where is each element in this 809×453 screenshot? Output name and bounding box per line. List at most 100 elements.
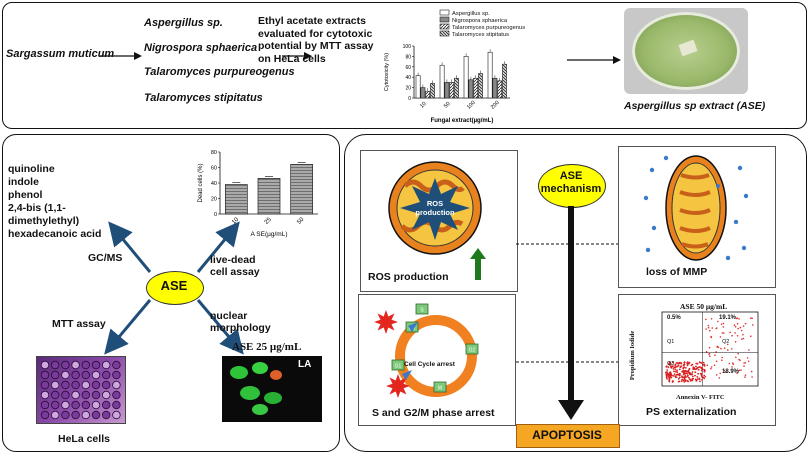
event-q2-43 bbox=[752, 324, 754, 326]
event-q3-104 bbox=[672, 367, 675, 370]
gcms-label: GC/MS bbox=[88, 252, 123, 264]
bar-1-3 bbox=[454, 77, 459, 99]
event-q3-15 bbox=[692, 375, 694, 378]
phase-box-3 bbox=[433, 381, 447, 393]
mechanism-line-1: ASE bbox=[559, 170, 583, 182]
bar-0-3 bbox=[430, 83, 435, 99]
event-q3-94 bbox=[685, 372, 687, 374]
event-q2-31 bbox=[719, 372, 721, 375]
event-q3-42 bbox=[673, 373, 676, 375]
event-q3-207 bbox=[665, 365, 668, 368]
well-5-1 bbox=[51, 410, 60, 420]
event-q2-62 bbox=[735, 356, 737, 359]
bar-2-1 bbox=[468, 79, 474, 99]
well-3-5 bbox=[91, 390, 101, 400]
event-q2-17 bbox=[708, 346, 711, 349]
compound-list: quinoline indole phenol 2,4-bis (1,1- di… bbox=[8, 163, 101, 241]
event-q3-11 bbox=[702, 361, 705, 364]
event-q3-115 bbox=[667, 366, 670, 369]
bar-3-3 bbox=[502, 63, 507, 99]
event-q2-32 bbox=[750, 317, 752, 319]
event-q3-125 bbox=[674, 368, 677, 371]
well-4-6 bbox=[101, 400, 111, 410]
apoptosis-label: APOPTOSIS bbox=[532, 428, 602, 442]
event-q3-178 bbox=[665, 376, 668, 378]
event-q3-210 bbox=[703, 365, 706, 367]
event-q2-33 bbox=[719, 336, 722, 338]
flow-q2-pct: 19.1% bbox=[719, 315, 737, 321]
up-arrow-icon bbox=[470, 248, 486, 280]
fungus-3: Talaromyces purpureogenus bbox=[144, 66, 295, 78]
event-q3-136 bbox=[676, 369, 678, 372]
flow-q2-label: Q2 bbox=[722, 339, 730, 345]
event-q3-134 bbox=[701, 368, 704, 371]
ros-burst-line-1: ROS bbox=[426, 199, 444, 208]
well-1-3 bbox=[71, 370, 80, 380]
well-1-5 bbox=[91, 370, 101, 380]
y-axis-label: Dead cells (%) bbox=[198, 163, 204, 202]
y-tick-label-4: 80 bbox=[405, 54, 411, 60]
plate-caption: Aspergillus sp extract (ASE) bbox=[624, 100, 766, 112]
event-q3-114 bbox=[678, 380, 681, 383]
bar-1-2 bbox=[449, 82, 455, 99]
event-q3-181 bbox=[685, 370, 687, 373]
ros-mitochondrion bbox=[388, 161, 482, 255]
bar-0-0 bbox=[415, 75, 421, 99]
live-dead-line-2: cell assay bbox=[210, 266, 260, 278]
event-q3-61 bbox=[676, 371, 679, 374]
y-tick-label-0: 0 bbox=[214, 212, 217, 218]
well-4-1 bbox=[51, 400, 60, 410]
event-q2-54 bbox=[720, 347, 722, 350]
cycle-center-label: Cell Cycle arrest bbox=[404, 361, 455, 368]
event-q2-40 bbox=[744, 362, 747, 364]
event-q3-169 bbox=[698, 361, 701, 363]
event-q2-13 bbox=[705, 318, 707, 321]
x-axis-label: Fungal extract(µg/mL) bbox=[431, 118, 494, 124]
bar-2-0 bbox=[463, 56, 469, 99]
phase-label-3: M bbox=[438, 386, 442, 392]
y-tick-label-3: 60 bbox=[405, 65, 411, 71]
event-q3-155 bbox=[686, 380, 689, 382]
event-q3-99 bbox=[692, 377, 694, 380]
event-q2-34 bbox=[744, 376, 746, 378]
event-q3-93 bbox=[695, 365, 697, 368]
legend-label-2: Talaromyces purpureogenus bbox=[452, 25, 525, 31]
event-q3-154 bbox=[697, 368, 700, 371]
flow-ylabel: Propidium Iodide bbox=[629, 330, 637, 381]
well-5-5 bbox=[91, 410, 101, 420]
event-q3-77 bbox=[666, 369, 669, 371]
event-q3-146 bbox=[680, 362, 682, 365]
event-q2-45 bbox=[722, 326, 725, 328]
event-q2-1 bbox=[729, 331, 731, 334]
x-tick-label-0: 10 bbox=[231, 216, 240, 225]
event-q3-67 bbox=[681, 378, 683, 381]
well-4-4 bbox=[81, 400, 90, 410]
microscopy-image: LA bbox=[222, 356, 322, 422]
event-q3-124 bbox=[694, 371, 697, 374]
y-tick-label-5: 100 bbox=[403, 44, 412, 50]
event-q3-177 bbox=[692, 367, 695, 369]
well-2-5 bbox=[91, 380, 101, 390]
legend-swatch-0 bbox=[439, 9, 450, 16]
event-q2-56 bbox=[744, 374, 747, 376]
event-q2-81 bbox=[736, 322, 739, 325]
event-q3-211 bbox=[702, 376, 705, 379]
event-q3-133 bbox=[677, 377, 680, 380]
flow-q4-pct: 18.9% bbox=[722, 369, 740, 375]
well-4-3 bbox=[71, 400, 80, 410]
event-q2-48 bbox=[711, 327, 714, 329]
nuclear-label: nuclear morphology bbox=[210, 310, 271, 334]
arrest-blade-0 bbox=[408, 322, 418, 332]
event-q2-0 bbox=[722, 322, 725, 325]
well-0-4 bbox=[81, 360, 90, 370]
event-q3-176 bbox=[688, 378, 691, 380]
event-q3-192 bbox=[683, 376, 686, 378]
event-q3-173 bbox=[689, 379, 692, 382]
event-q2-82 bbox=[739, 326, 742, 329]
well-2-1 bbox=[51, 380, 60, 390]
bar-0-1 bbox=[420, 87, 426, 99]
x-tick-label-3: 200 bbox=[490, 100, 501, 111]
event-q3-47 bbox=[668, 361, 671, 364]
microscopy-title: ASE 25 µg/mL bbox=[232, 341, 302, 353]
bar-1-0 bbox=[439, 64, 445, 99]
